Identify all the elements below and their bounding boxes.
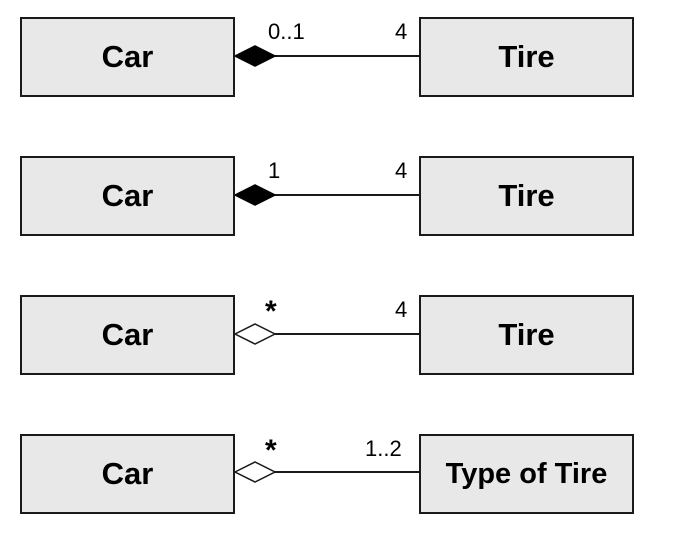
aggregation-diamond-4 — [233, 461, 277, 483]
part-multiplicity-3: 4 — [395, 297, 408, 322]
class-box-car-3: Car — [20, 295, 235, 375]
class-box-car-1: Car — [20, 17, 235, 97]
part-multiplicity-1: 4 — [395, 19, 408, 44]
whole-multiplicity-3: * — [265, 295, 277, 328]
class-box-tire-1: Tire — [419, 17, 634, 97]
part-multiplicity-2: 4 — [395, 158, 408, 183]
whole-multiplicity-1: 0..1 — [268, 19, 305, 44]
class-box-tire-3: Tire — [419, 295, 634, 375]
whole-multiplicity-2: 1 — [268, 158, 281, 183]
aggregation-diamond-3 — [233, 323, 277, 345]
composition-diamond-1 — [233, 45, 277, 67]
class-box-type-of-tire-4: Type of Tire — [419, 434, 634, 514]
class-box-tire-2: Tire — [419, 156, 634, 236]
whole-multiplicity-4: * — [265, 434, 277, 467]
part-multiplicity-4: 1..2 — [365, 436, 402, 461]
class-box-car-4: Car — [20, 434, 235, 514]
class-box-car-2: Car — [20, 156, 235, 236]
composition-diamond-2 — [233, 184, 277, 206]
